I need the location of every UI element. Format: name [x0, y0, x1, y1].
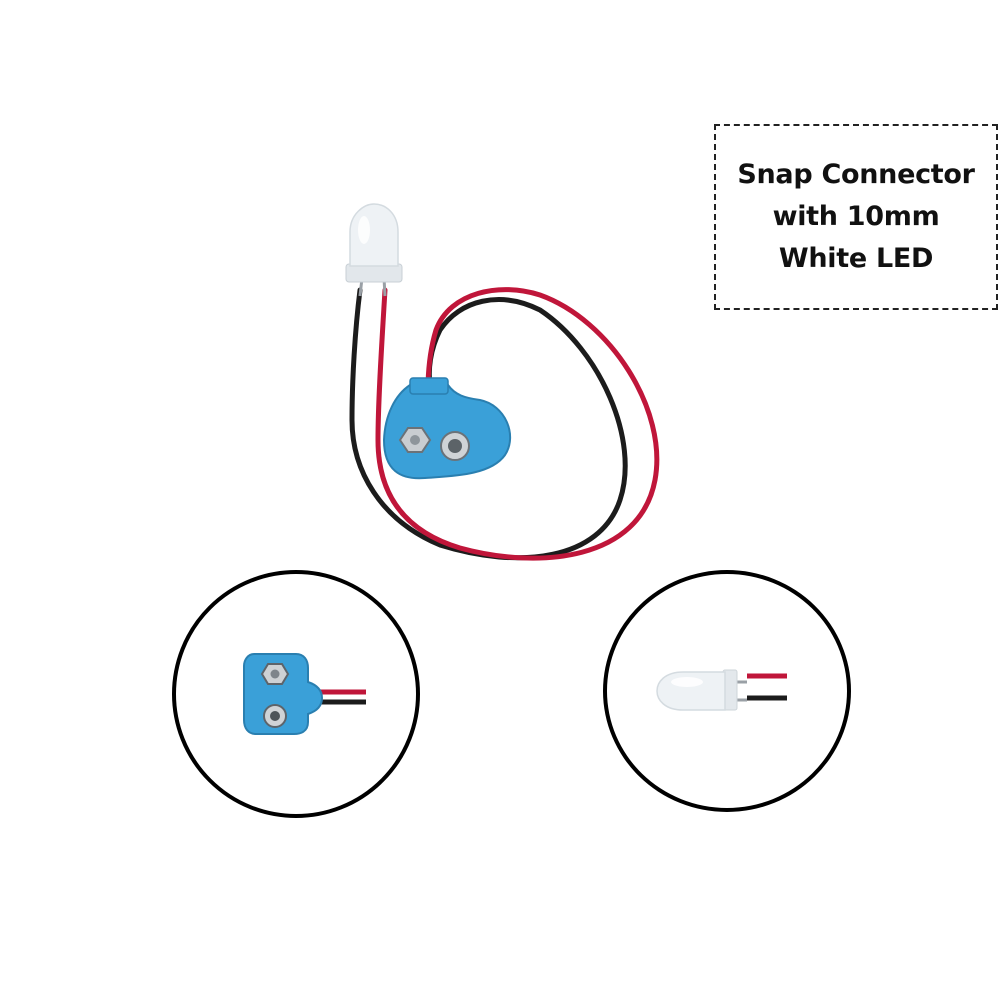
- led-zoom-circle: [603, 570, 851, 812]
- snap-connector: [382, 377, 512, 480]
- white-led-icon: [656, 669, 787, 711]
- snap-connector-zoom-circle: [172, 570, 420, 818]
- led-body: [345, 203, 403, 283]
- red-wire: [375, 287, 660, 561]
- title-line-1: Snap Connector: [737, 159, 975, 190]
- black-wire: [349, 287, 628, 561]
- product-title-box: Snap Connector with 10mm White LED: [714, 124, 998, 310]
- battery-snap-connector-icon: [243, 653, 366, 735]
- title-line-3: White LED: [778, 243, 934, 274]
- title-line-2: with 10mm: [772, 201, 940, 232]
